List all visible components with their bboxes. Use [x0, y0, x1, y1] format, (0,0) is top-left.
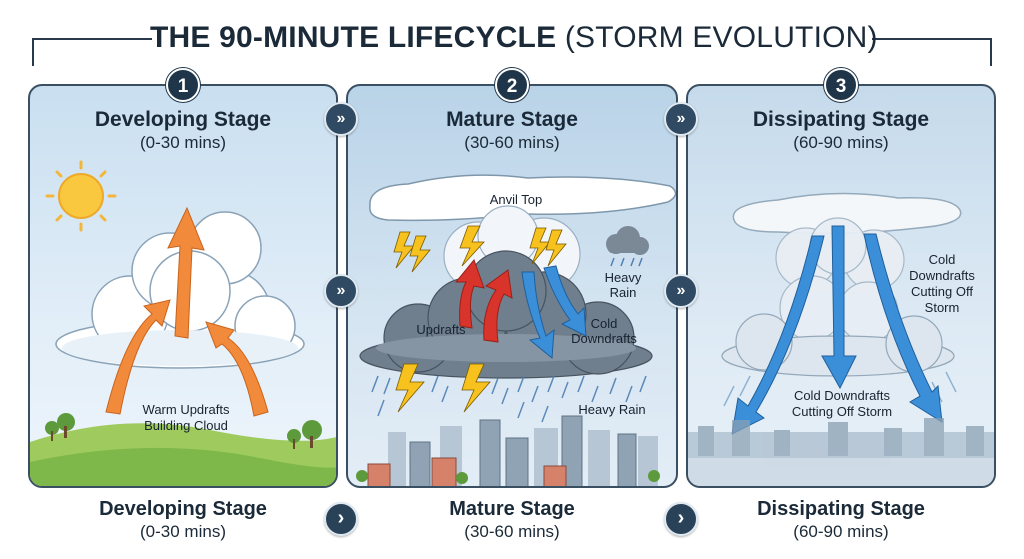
- chevron-right-icon: »: [664, 102, 698, 136]
- panel-developing: Warm Updrafts Building Cloud: [28, 84, 338, 488]
- label-cold-downdrafts-center: Cold Downdrafts Cutting Off Storm: [791, 388, 893, 419]
- hills: [30, 413, 336, 486]
- stage-number-badge-2: 2: [495, 68, 529, 102]
- label-anvil-top: Anvil Top: [489, 192, 543, 207]
- developing-scene: [30, 160, 336, 486]
- caption-title-developing: Developing Stage: [99, 498, 267, 520]
- label-cold-downdrafts-right: Cold Downdrafts Cutting Off Storm: [909, 252, 975, 315]
- label-heavy-rain-small: Heavy Rain: [604, 270, 642, 300]
- title-bar: THE 90-MINUTE LIFECYCLE (STORM EVOLUTION…: [0, 0, 1024, 70]
- title-main: THE 90-MINUTE LIFECYCLE: [150, 21, 557, 54]
- chevron-right-icon: »: [664, 274, 698, 308]
- chevron-right-icon: ›: [324, 502, 358, 536]
- stage-time-dissipating: (60-90 mins): [793, 133, 889, 152]
- caption-title-dissipating: Dissipating Stage: [757, 498, 925, 520]
- label-cold-downdrafts: Cold Downdrafts: [571, 316, 637, 346]
- stage-title-dissipating: Dissipating Stage: [752, 108, 930, 131]
- sun-icon: [45, 160, 117, 232]
- stage-title-mature: Mature Stage: [446, 108, 578, 131]
- downdraft-arrows: [521, 265, 587, 359]
- caption-title-mature: Mature Stage: [449, 498, 575, 520]
- stage-number-badge-1: 1: [166, 68, 200, 102]
- stage-number-badge-3: 3: [824, 68, 858, 102]
- chevron-right-icon: »: [324, 102, 358, 136]
- label-heavy-rain: Heavy Rain: [578, 402, 646, 417]
- label-updrafts: Updrafts: [416, 322, 466, 337]
- dissipating-scene: [688, 192, 994, 486]
- panel-dissipating: Cold Downdrafts Cutting Off Storm Cold D…: [686, 84, 996, 488]
- label-warm-updrafts: Warm Updrafts Building Cloud: [142, 402, 230, 433]
- mature-scene: [356, 174, 676, 486]
- chevron-right-icon: ›: [664, 502, 698, 536]
- title-sub: (STORM EVOLUTION): [564, 21, 878, 54]
- caption-time-developing: (0-30 mins): [140, 522, 226, 541]
- stage-time-developing: (0-30 mins): [140, 133, 226, 152]
- rain-cloud-icon: [606, 226, 649, 267]
- title-rule-right: [872, 38, 992, 40]
- panel-mature: Anvil Top Heavy Rain Updrafts Cold Downd…: [346, 84, 678, 488]
- anvil-cloud: [369, 174, 676, 222]
- chevron-right-icon: »: [324, 274, 358, 308]
- stage-title-developing: Developing Stage: [94, 108, 272, 131]
- city-skyline: [356, 415, 660, 486]
- updraft-arrows: [105, 206, 269, 417]
- city-skyline: [688, 418, 994, 486]
- caption-time-dissipating: (60-90 mins): [793, 522, 889, 541]
- updraft-arrows: [454, 258, 513, 343]
- lightning-icon: [393, 225, 567, 413]
- title-rule-left: [32, 38, 152, 40]
- title-rule-hook-right: [990, 38, 992, 66]
- stage-time-mature: (30-60 mins): [464, 133, 560, 152]
- title-rule-hook-left: [32, 38, 34, 66]
- page-title: THE 90-MINUTE LIFECYCLE (STORM EVOLUTION…: [150, 20, 878, 56]
- caption-time-mature: (30-60 mins): [464, 522, 560, 541]
